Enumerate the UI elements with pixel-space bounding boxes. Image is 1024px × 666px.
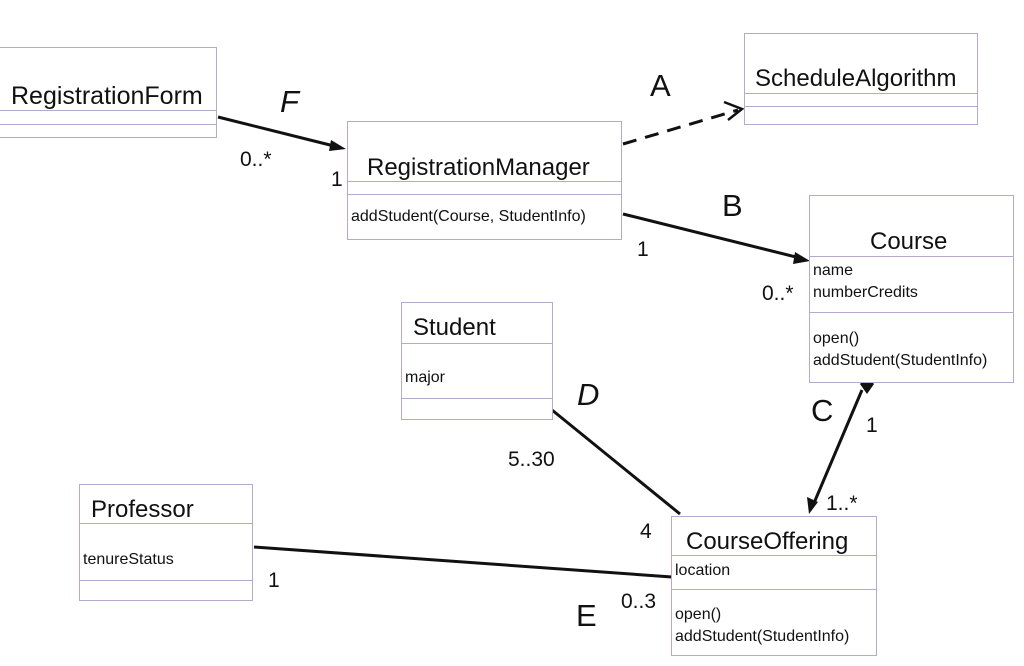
attribute-item: location (675, 562, 731, 579)
multiplicity-c-course: 1 (866, 414, 878, 437)
class-name: CourseOffering (672, 517, 876, 556)
attributes-compartment: tenureStatus (80, 549, 252, 581)
class-registration-manager: RegistrationManager addStudent(Course, S… (347, 121, 622, 240)
operations-compartment: open() addStudent(StudentInfo) (810, 328, 1013, 372)
association-a-arrowhead (723, 100, 745, 121)
attribute-item: major (405, 369, 446, 386)
class-professor: Professor tenureStatus (79, 484, 253, 601)
attribute-item: name (813, 262, 854, 279)
class-schedule-algorithm: ScheduleAlgorithm (744, 33, 978, 125)
class-name: Student (402, 303, 552, 344)
class-student: Student major (401, 302, 553, 420)
association-label-c: C (811, 393, 834, 428)
association-f-line (217, 115, 339, 149)
association-label-e: E (576, 598, 597, 633)
class-name: ScheduleAlgorithm (745, 34, 977, 94)
operations-compartment: open() addStudent(StudentInfo) (672, 604, 876, 648)
class-registration-form: RegistrationForm (0, 47, 217, 138)
association-b-line (622, 212, 801, 260)
attribute-item: numberCredits (813, 284, 918, 301)
attributes-compartment (348, 181, 621, 195)
multiplicity-e-offering: 0..3 (621, 590, 657, 613)
multiplicity-d-student: 5..30 (508, 448, 555, 471)
attribute-item: tenureStatus (83, 551, 174, 568)
multiplicity-b-manager: 1 (637, 238, 649, 261)
multiplicity-e-professor: 1 (268, 569, 280, 592)
association-e-line (253, 545, 673, 579)
association-c-line (812, 389, 864, 504)
class-name: RegistrationForm (0, 48, 216, 111)
association-label-f: F (280, 84, 299, 119)
class-name: Professor (80, 485, 252, 524)
multiplicity-f-form: 0..* (240, 148, 272, 171)
operation-item: addStudent(StudentInfo) (675, 628, 850, 645)
attributes-compartment: major (402, 367, 552, 399)
multiplicity-b-course: 0..* (762, 282, 794, 305)
association-b-arrowhead (793, 252, 810, 264)
operations-compartment: addStudent(Course, StudentInfo) (348, 206, 621, 228)
class-course-offering: CourseOffering location open() addStuden… (671, 516, 877, 656)
attributes-compartment: name numberCredits (810, 260, 1013, 313)
multiplicity-c-offering: 1..* (826, 492, 858, 515)
attributes-compartment: location (672, 560, 876, 590)
class-name: Course (810, 196, 1013, 257)
class-course: Course name numberCredits open() addStud… (809, 195, 1014, 383)
association-f-arrowhead (329, 140, 346, 151)
association-d-line (551, 408, 681, 516)
association-a-line (622, 108, 739, 146)
operation-item: addStudent(Course, StudentInfo) (351, 208, 586, 225)
association-label-d: D (577, 377, 600, 412)
attributes-compartment (745, 93, 977, 107)
multiplicity-f-manager: 1 (331, 168, 343, 191)
class-name: RegistrationManager (348, 122, 621, 182)
operation-item: addStudent(StudentInfo) (813, 352, 988, 369)
association-label-b: B (722, 188, 743, 223)
operation-item: open() (813, 330, 860, 347)
operation-item: open() (675, 606, 722, 623)
multiplicity-d-offering: 4 (640, 520, 652, 543)
association-c-arrowhead (807, 497, 818, 514)
association-label-a: A (650, 68, 671, 103)
attributes-compartment (0, 110, 216, 125)
